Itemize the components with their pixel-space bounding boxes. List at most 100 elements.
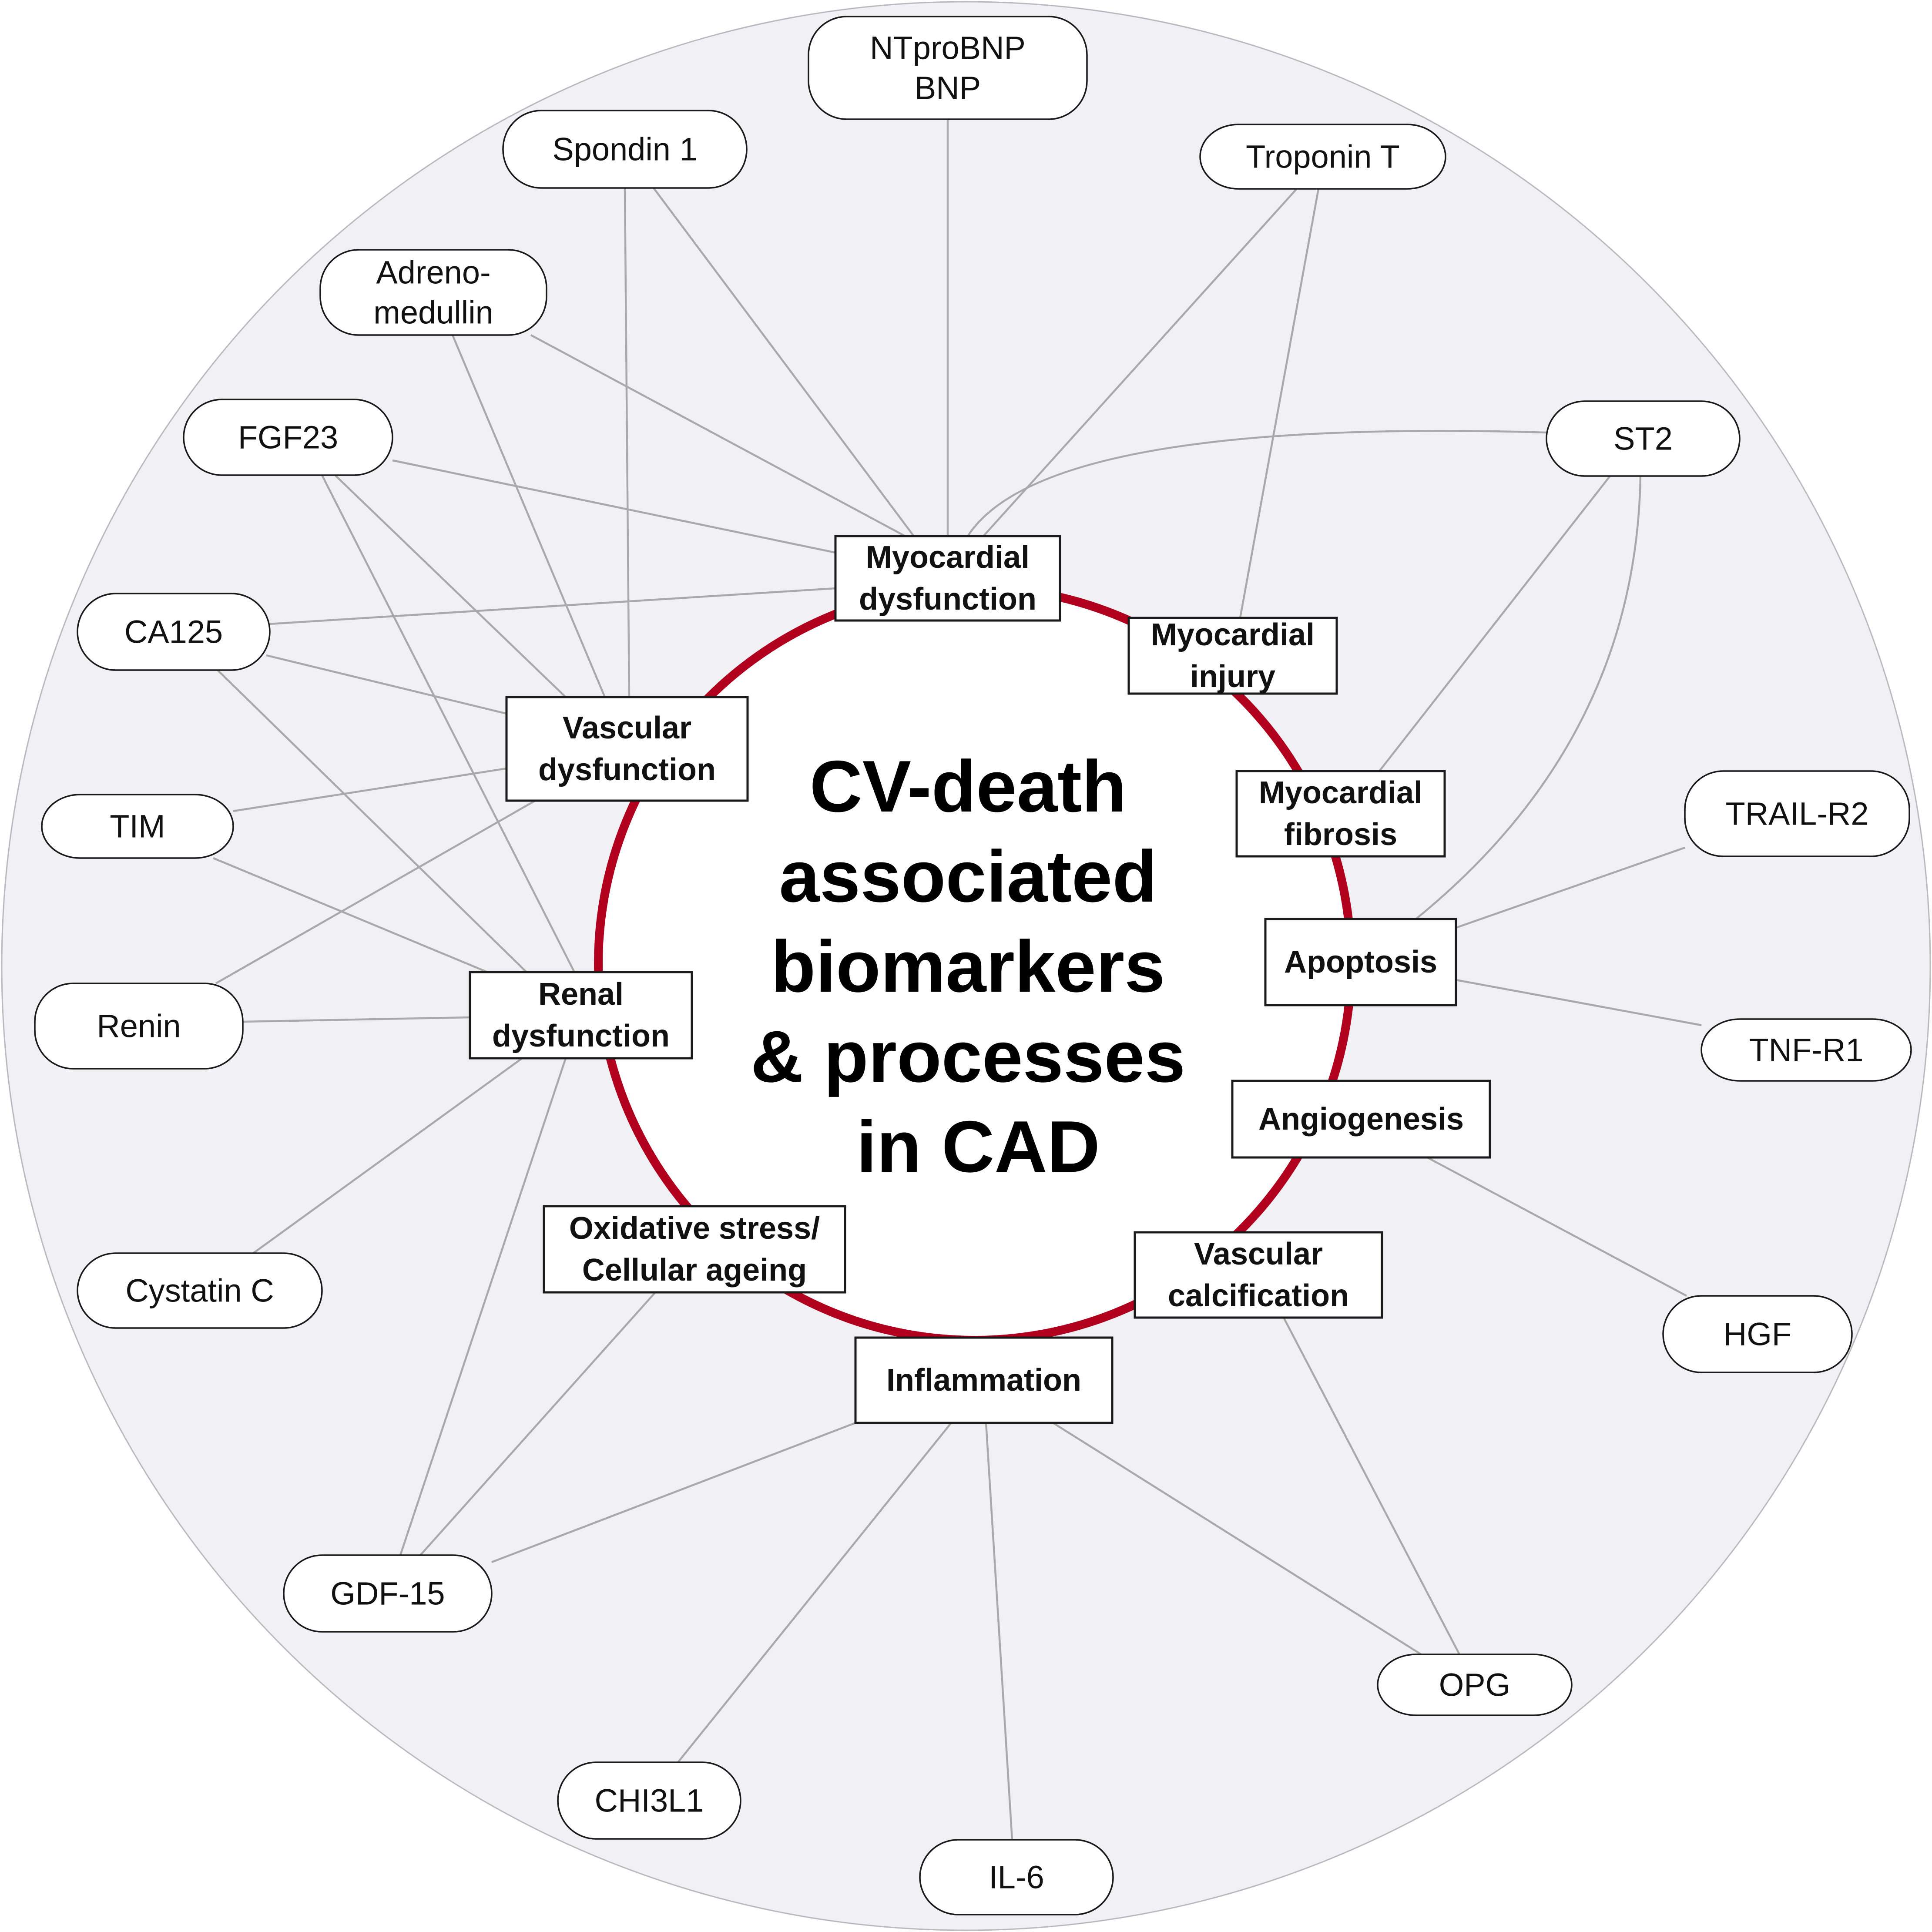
biomarker-label-line: HGF — [1724, 1316, 1791, 1352]
process-box-apoptosis: Apoptosis — [1264, 918, 1457, 1006]
biomarker-label-line: Cystatin C — [125, 1273, 274, 1309]
process-box-frame — [834, 535, 1061, 622]
biomarker-layer: NTproBNP BNP Spondin 1 Troponin T Adreno-med… — [34, 16, 1912, 1915]
edge-trailr2-to-apoptosis — [1456, 846, 1685, 929]
process-label-line: dysfunction — [538, 752, 716, 787]
biomarker-label-line: medullin — [373, 295, 493, 331]
biomarker-label: Renin — [97, 1008, 181, 1044]
biomarker-pill — [77, 593, 271, 671]
biomarker-label-line: ST2 — [1613, 421, 1673, 457]
edge-opg-to-inflammation — [1052, 1422, 1422, 1655]
biomarker-label: TNF-R1 — [1749, 1032, 1863, 1068]
biomarker-node-il6: IL-6 — [919, 1839, 1114, 1915]
edge-st2-to-myo-dys — [967, 429, 1547, 537]
center-title-line: & processes — [751, 1016, 1185, 1097]
process-box-inflammation: Inflammation — [854, 1336, 1114, 1424]
edge-renin-to-vasc-dys — [215, 800, 536, 984]
biomarker-label: HGF — [1724, 1316, 1791, 1352]
process-label: Apoptosis — [1284, 945, 1437, 979]
edge-opg-to-vasc-calc — [1283, 1317, 1460, 1655]
biomarker-label: CHI3L1 — [595, 1783, 704, 1819]
biomarker-node-chi3l1: CHI3L1 — [557, 1761, 741, 1840]
process-label-line: Inflammation — [886, 1363, 1081, 1398]
center-title-line: biomarkers — [771, 926, 1165, 1007]
biomarker-label-line: FGF23 — [238, 419, 338, 456]
biomarker-pill — [1701, 1018, 1912, 1082]
edge-chi3l1-to-inflammation — [677, 1422, 952, 1763]
biomarker-node-st2: ST2 — [1546, 400, 1741, 477]
edge-ca125-to-vasc-dys — [266, 654, 507, 715]
biomarker-pill — [34, 983, 244, 1070]
edge-troponint-to-myo-dys — [983, 188, 1298, 537]
biomarker-label-line: CA125 — [124, 614, 223, 650]
process-box-angiogenesis: Angiogenesis — [1231, 1080, 1491, 1159]
biomarker-pill — [557, 1761, 741, 1840]
process-label-line: injury — [1190, 659, 1275, 694]
process-label-line: calcification — [1168, 1278, 1349, 1313]
biomarker-pill — [319, 249, 547, 336]
biomarker-label: FGF23 — [238, 419, 338, 456]
process-label: Myocardial fibrosis — [1259, 775, 1422, 852]
biomarker-node-cystatinc: Cystatin C — [77, 1252, 323, 1329]
edge-fgf23-to-vasc-dys — [334, 474, 567, 698]
edge-cystatinc-to-renal — [252, 1057, 523, 1254]
edge-gdf15-to-inflammation — [491, 1422, 856, 1563]
center-title-line: in CAD — [856, 1106, 1100, 1187]
biomarker-label-line: Troponin T — [1246, 139, 1400, 175]
biomarker-label: TIM — [110, 808, 165, 845]
biomarker-label-line: IL-6 — [989, 1859, 1044, 1895]
biomarker-label: Troponin T — [1246, 139, 1400, 175]
biomarker-label-line: NTproBNP — [870, 30, 1026, 66]
process-box-frame — [469, 971, 693, 1060]
process-label: Angiogenesis — [1258, 1102, 1464, 1137]
edge-st2-to-myo-fib — [1379, 475, 1611, 772]
biomarker-label: ST2 — [1613, 421, 1673, 457]
biomarker-label: Cystatin C — [125, 1273, 274, 1309]
process-label: Inflammation — [886, 1363, 1081, 1398]
biomarker-label-line: TNF-R1 — [1749, 1032, 1863, 1068]
edge-st2-to-apoptosis — [1415, 476, 1642, 920]
edge-adrenomedullin-to-vasc-dys — [451, 335, 606, 698]
process-label-line: Vascular — [563, 711, 691, 745]
edge-tim-to-vasc-dys — [233, 767, 507, 812]
biomarker-pill — [1199, 124, 1446, 190]
biomarker-label: GDF-15 — [330, 1576, 445, 1612]
biomarker-node-tnfr1: TNF-R1 — [1701, 1018, 1912, 1082]
biomarker-node-spondin1: Spondin 1 — [502, 110, 748, 189]
biomarker-label: OPG — [1439, 1667, 1510, 1703]
process-label-line: Renal — [538, 977, 624, 1012]
process-box-ox-stress: Oxidative stress/Cellular ageing — [543, 1205, 846, 1294]
biomarker-label: CA125 — [124, 614, 223, 650]
edge-spondin1-to-vasc-dys — [624, 188, 631, 698]
edge-fgf23-to-myo-dys — [392, 459, 836, 554]
center-title-line: CV-death — [810, 745, 1127, 827]
process-box-vasc-dys: Vascular dysfunction — [505, 696, 749, 802]
biomarker-pill — [1546, 400, 1741, 477]
biomarker-node-hgf: HGF — [1662, 1295, 1853, 1373]
edge-gdf15-to-ox-stress — [419, 1291, 656, 1556]
biomarker-label: Adreno-medullin — [373, 255, 493, 331]
process-box-myo-dys: Myocardial dysfunction — [834, 535, 1061, 622]
biomarker-pill — [1662, 1295, 1853, 1373]
process-label-line: Myocardial — [866, 540, 1030, 575]
edge-adrenomedullin-to-myo-dys — [530, 334, 906, 537]
biomarker-label-line: BNP — [915, 70, 981, 106]
process-label-line: Apoptosis — [1284, 945, 1437, 979]
process-label-line: Myocardial — [1259, 775, 1422, 810]
process-label-line: fibrosis — [1284, 817, 1397, 852]
biomarker-label: Spondin 1 — [552, 131, 697, 168]
biomarker-node-ntprobnp: NTproBNP BNP — [808, 16, 1088, 120]
edge-ca125-to-renal — [217, 669, 527, 973]
process-label-line: dysfunction — [859, 582, 1036, 617]
biomarker-pill — [283, 1554, 493, 1633]
biomarker-pill — [502, 110, 748, 189]
edge-tnfr1-to-apoptosis — [1456, 979, 1702, 1026]
biomarker-pill — [183, 399, 393, 476]
process-label: Oxidative stress/Cellular ageing — [569, 1211, 820, 1288]
process-box-frame — [1134, 1231, 1383, 1319]
